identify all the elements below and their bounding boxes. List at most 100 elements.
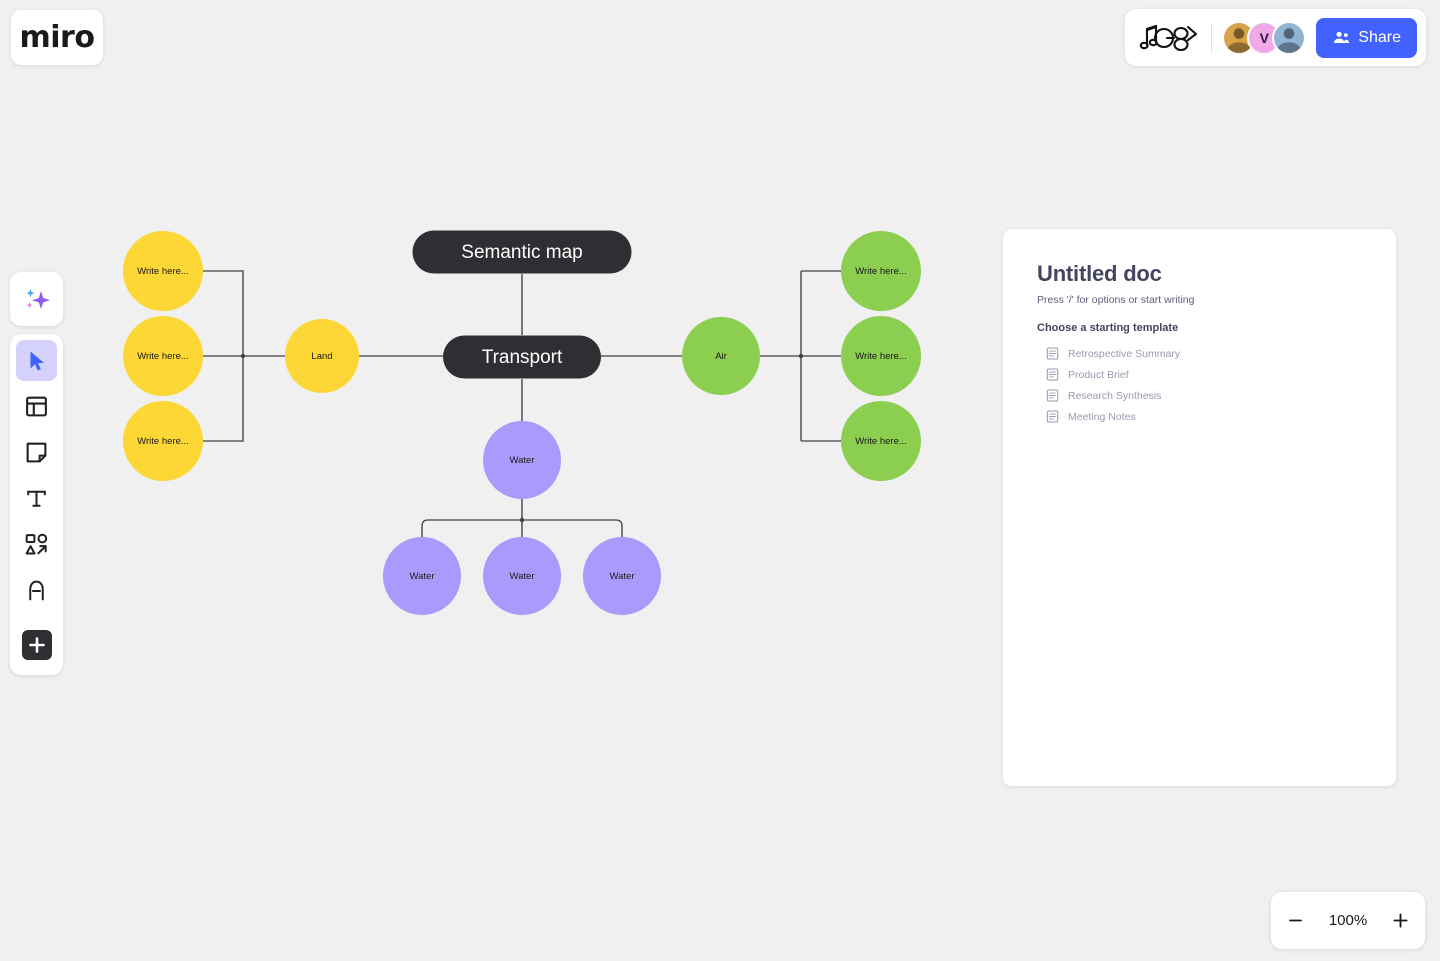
node-transport-label: Transport (482, 347, 563, 368)
doc-panel[interactable]: Untitled doc Press '/' for options or st… (1003, 229, 1396, 786)
minus-icon (1289, 919, 1303, 922)
node-air-label: Air (715, 351, 727, 362)
node-transport[interactable]: Transport (443, 335, 601, 379)
topbar-divider (1211, 22, 1213, 53)
node-semantic-map-shape (412, 230, 632, 274)
node-air-shape (682, 317, 760, 395)
music-notes-doodle-icon (1140, 24, 1198, 51)
doc-title: Untitled doc (1037, 261, 1162, 286)
shapes-icon (25, 533, 48, 555)
node-water[interactable]: Water (483, 421, 561, 499)
node-land-child-2-label: Write here... (137, 351, 189, 362)
node-land-child-3-shape (123, 401, 203, 481)
node-land-child-3[interactable]: Write here... (123, 401, 203, 481)
node-water-child-3-shape (583, 537, 661, 615)
node-air-child-1[interactable]: Write here... (841, 231, 921, 311)
select-tool[interactable] (16, 340, 57, 381)
zoom-out-button[interactable] (1279, 904, 1313, 938)
avatar-photo-icon (1276, 27, 1302, 53)
document-icon (1046, 368, 1059, 381)
node-land-child-2[interactable]: Write here... (123, 316, 203, 396)
more-apps-tool[interactable] (16, 624, 57, 665)
node-air[interactable]: Air (682, 317, 760, 395)
node-water-child-1-label: Water (410, 571, 435, 582)
plus-icon (1393, 913, 1408, 928)
doc-template-item[interactable]: Meeting Notes (1037, 406, 1362, 427)
doc-template-item[interactable]: Research Synthesis (1037, 385, 1362, 406)
diagram-nodes[interactable]: Write here... Write here... Write here... L… (123, 230, 921, 616)
shapes-tool[interactable] (16, 524, 57, 565)
node-water-child-2-shape (483, 537, 561, 615)
node-air-child-2-shape (841, 316, 921, 396)
node-land[interactable]: Land (285, 319, 359, 393)
node-water-child-2[interactable]: Water (483, 537, 561, 615)
zoom-in-button[interactable] (1383, 904, 1417, 938)
node-air-child-2[interactable]: Write here... (841, 316, 921, 396)
text-tool[interactable] (16, 478, 57, 519)
node-water-child-3-label: Water (610, 571, 635, 582)
doc-template-label: Retrospective Summary (1068, 347, 1181, 360)
node-air-child-1-label: Write here... (855, 266, 907, 277)
doc-template-heading: Choose a starting template (1037, 322, 1179, 334)
ai-sparkle-button[interactable] (10, 272, 63, 326)
cursor-icon (30, 351, 44, 370)
doc-hint: Press '/' for options or start writing (1037, 294, 1195, 306)
sparkle-ai-icon (25, 289, 50, 309)
doc-template-label: Product Brief (1068, 368, 1129, 381)
zoom-level-label: 100% (1328, 912, 1368, 929)
junction-air (798, 353, 804, 359)
doc-template-label: Research Synthesis (1068, 389, 1162, 402)
node-land-label: Land (311, 351, 332, 362)
node-air-child-3-shape (841, 401, 921, 481)
document-icon (1046, 347, 1059, 360)
connector-edges (203, 270, 841, 537)
node-air-child-3[interactable]: Write here... (841, 401, 921, 481)
frame-template-icon (26, 396, 47, 417)
junction-water (519, 517, 525, 523)
sticky-note-tool[interactable] (16, 432, 57, 473)
node-semantic-map[interactable]: Semantic map (412, 230, 632, 274)
frames-tool[interactable] (16, 386, 57, 427)
document-icon (1046, 389, 1059, 402)
node-air-child-1-shape (841, 231, 921, 311)
collaborator-avatars[interactable]: V (1222, 20, 1307, 55)
node-land-child-1-label: Write here... (137, 266, 189, 277)
share-label: Share (1358, 28, 1401, 46)
node-air-child-2-label: Write here... (855, 351, 907, 362)
node-transport-shape (443, 335, 601, 379)
plus-icon (21, 629, 52, 660)
pen-icon (29, 580, 44, 601)
node-water-child-1-shape (383, 537, 461, 615)
node-water-child-1[interactable]: Water (383, 537, 461, 615)
share-button[interactable]: Share (1316, 17, 1417, 58)
document-icon (1046, 410, 1059, 423)
node-land-shape (285, 319, 359, 393)
pen-tool[interactable] (16, 570, 57, 611)
node-water-label: Water (510, 455, 535, 466)
node-land-child-2-shape (123, 316, 203, 396)
doc-template-item[interactable]: Product Brief (1037, 364, 1362, 385)
node-water-child-2-label: Water (510, 571, 535, 582)
left-toolbar (10, 334, 63, 675)
miro-wordmark: miro (19, 19, 95, 55)
zoom-control: 100% (1271, 892, 1425, 949)
text-T-icon (27, 490, 46, 507)
node-water-child-3[interactable]: Water (583, 537, 661, 615)
people-icon (1334, 31, 1350, 44)
avatar-photo-icon (1226, 27, 1252, 53)
avatar-user-3[interactable] (1272, 20, 1307, 55)
node-semantic-map-label: Semantic map (461, 242, 582, 263)
node-land-child-1-shape (123, 231, 203, 311)
top-right-bar: V Share (1125, 9, 1426, 66)
node-land-child-3-label: Write here... (137, 436, 189, 447)
sticky-note-icon (26, 442, 47, 463)
doc-template-label: Meeting Notes (1068, 410, 1136, 423)
doc-template-item[interactable]: Retrospective Summary (1037, 343, 1362, 364)
node-air-child-3-label: Write here... (855, 436, 907, 447)
node-water-shape (483, 421, 561, 499)
node-land-child-1[interactable]: Write here... (123, 231, 203, 311)
miro-logo[interactable]: miro (11, 10, 103, 65)
